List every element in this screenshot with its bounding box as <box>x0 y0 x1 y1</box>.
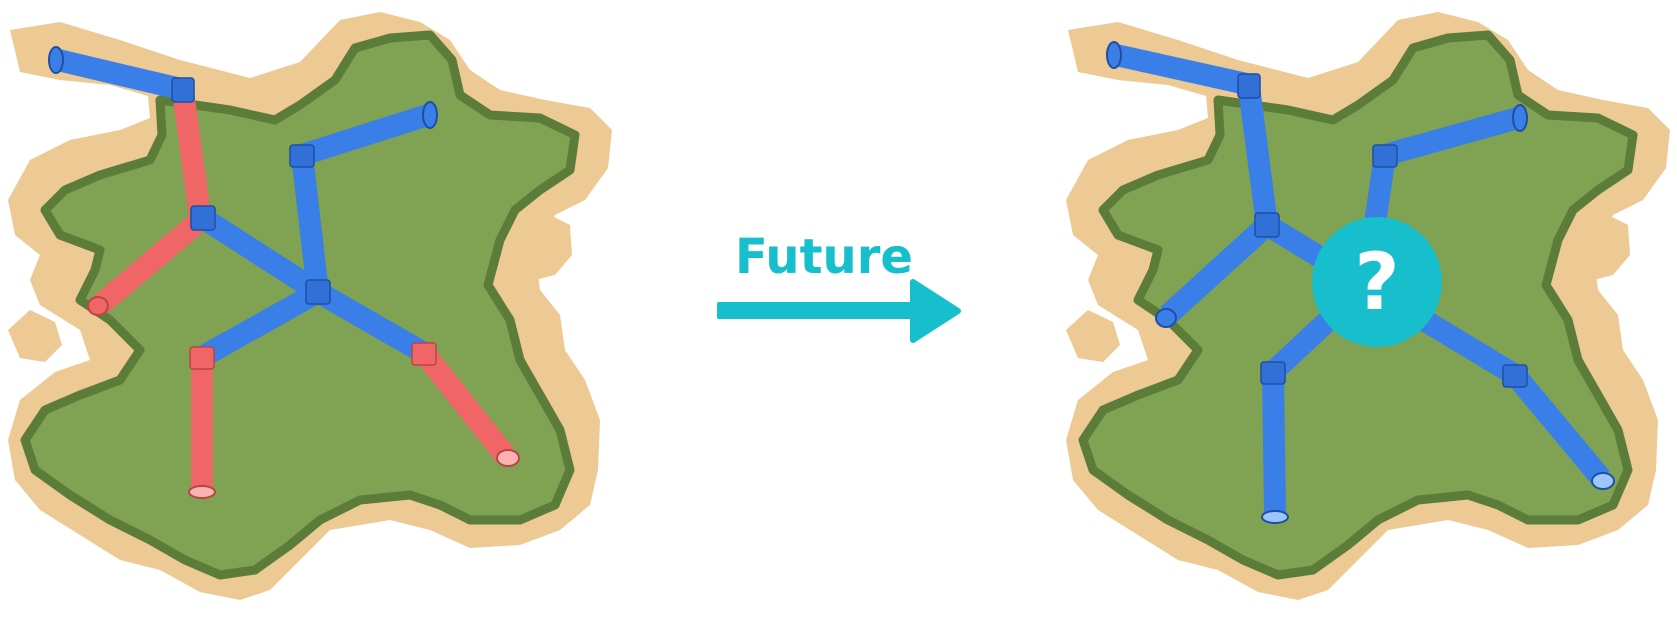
pipe-joint <box>411 342 437 366</box>
pipe-joint <box>289 144 315 168</box>
sand-islet-left <box>8 310 62 362</box>
pipe-network-present <box>48 46 520 499</box>
pipe-end-cap <box>1261 510 1289 524</box>
pipe-segment-worn <box>415 346 514 462</box>
pipe-segment <box>1113 44 1254 96</box>
question-mark-icon: ? <box>1312 217 1442 347</box>
pipe-segment <box>1382 107 1521 166</box>
pipe-end-cap <box>1155 308 1177 328</box>
pipe-end-cap <box>1106 41 1122 69</box>
pipe-segment <box>55 49 188 101</box>
pipe-segment <box>312 282 430 363</box>
pipe-segment-worn <box>172 90 211 217</box>
pipe-end-cap <box>188 485 216 499</box>
left-island-panel <box>8 12 612 600</box>
pipe-segment <box>197 208 324 302</box>
pipe-joint <box>1260 361 1286 385</box>
pipe-joint <box>305 279 331 305</box>
pipe-end-cap <box>1512 104 1528 132</box>
pipe-segment <box>1160 216 1275 324</box>
sand-islet-left <box>1066 310 1120 362</box>
pipe-end-cap <box>48 46 64 74</box>
pipe-joint <box>171 77 195 103</box>
pipe-end-cap <box>496 449 520 467</box>
pipe-segment <box>298 104 432 166</box>
right-island-panel: ? <box>1066 12 1670 600</box>
pipe-joint <box>189 346 215 370</box>
pipe-joint <box>1254 212 1280 238</box>
arrow-right-icon <box>717 279 961 343</box>
pipe-segment-worn <box>92 209 211 314</box>
pipe-segment <box>291 153 329 294</box>
pipe-end-cap <box>422 101 438 129</box>
arrow-label: Future <box>735 229 913 285</box>
pipe-joint <box>190 205 216 231</box>
pipe-segment <box>1238 85 1278 227</box>
pipe-joint <box>1372 144 1398 168</box>
pipe-end-cap <box>1591 472 1615 490</box>
unknown-symbol: ? <box>1354 238 1399 328</box>
pipe-joint <box>1237 73 1261 99</box>
future-arrow: Future <box>717 229 961 343</box>
pipe-segment <box>196 282 324 367</box>
island-pipe-network-icon <box>8 12 612 600</box>
pipe-joint <box>1502 364 1528 388</box>
pipe-segment <box>1506 367 1610 486</box>
pipe-segment <box>1262 371 1286 516</box>
unknown-badge <box>1312 217 1442 347</box>
island-pipe-network-icon: ? <box>1066 12 1670 600</box>
pipe-end-cap <box>87 296 109 316</box>
